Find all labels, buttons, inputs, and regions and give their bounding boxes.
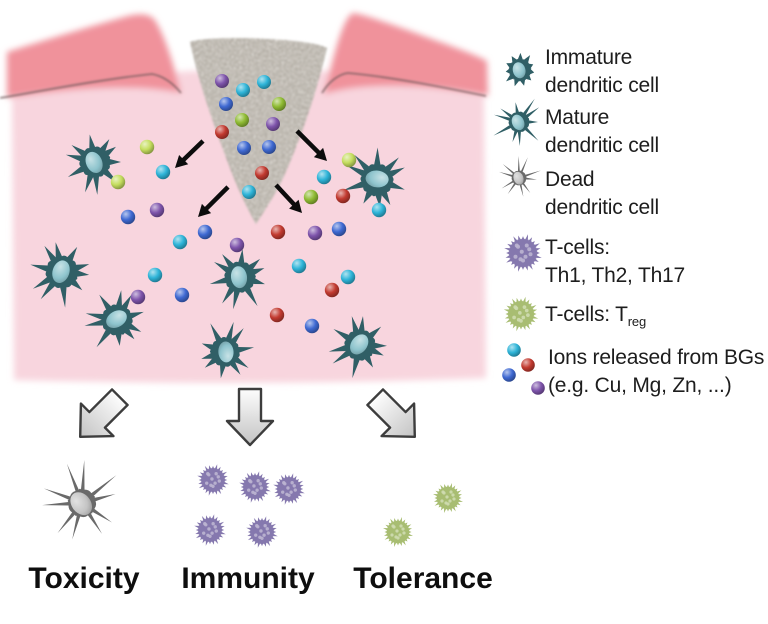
mature-dendritic-cell-icon — [493, 98, 540, 146]
label-toxicity: Toxicity — [28, 562, 140, 595]
ion-release-arrow — [175, 139, 205, 168]
dead-dendritic-cell — [42, 459, 117, 540]
ion-green — [235, 113, 249, 127]
dendritic-cell — [30, 242, 90, 308]
ion-red — [269, 307, 285, 323]
ion-release-arrow — [295, 129, 327, 161]
skin-boundary-line — [0, 72, 487, 99]
label-tolerance: Tolerance — [353, 562, 493, 595]
dendritic-cell — [201, 321, 255, 379]
outcome-arrow — [225, 387, 275, 447]
ion-green — [303, 189, 319, 205]
dendritic-cell — [65, 134, 121, 195]
legend-ion-blue — [502, 368, 516, 382]
ion-purple — [149, 202, 165, 218]
ion-cyan — [236, 83, 250, 97]
legend-ion-purple — [531, 381, 545, 395]
ion-cyan — [257, 75, 271, 89]
label-immunity: Immunity — [181, 562, 315, 595]
ion-blue — [219, 97, 233, 111]
ion-blue — [120, 209, 136, 225]
t-cell-treg — [383, 517, 413, 547]
ion-blue — [331, 221, 347, 237]
ion-red — [335, 188, 351, 204]
outcome-arrow — [79, 388, 129, 438]
ion-purple — [266, 117, 280, 131]
ion-cyan — [155, 164, 171, 180]
t-cell-th1-th2-th17 — [246, 516, 278, 548]
legend-ion-cyan — [507, 343, 521, 357]
legend-ion-red — [521, 358, 535, 372]
ion-lime — [341, 152, 357, 168]
ion-cyan — [172, 234, 188, 250]
ion-cyan — [371, 202, 387, 218]
ion-purple — [130, 289, 146, 305]
ion-lime — [139, 139, 155, 155]
dendritic-cell — [328, 316, 387, 379]
tissue-inner — [12, 69, 486, 383]
ion-blue — [262, 140, 276, 154]
ion-green — [272, 97, 286, 111]
ion-cyan — [316, 169, 332, 185]
outcome-arrow — [366, 388, 416, 438]
dendritic-cell — [342, 147, 405, 208]
dead-dendritic-cell-icon — [498, 155, 541, 197]
t-cell-treg — [433, 483, 463, 513]
t-cell-th1-th2-th17 — [239, 471, 271, 503]
ion-cyan — [242, 185, 256, 199]
ion-purple — [229, 237, 245, 253]
ion-cyan — [147, 267, 163, 283]
ion-red — [324, 282, 340, 298]
ion-blue — [197, 224, 213, 240]
ion-blue — [174, 287, 190, 303]
ion-release-arrow — [198, 185, 230, 217]
ion-release-arrow — [274, 183, 302, 213]
ion-blue — [237, 141, 251, 155]
ion-red — [255, 166, 269, 180]
skin-outer-left-mound — [7, 14, 181, 98]
skin-outer-right-mound — [324, 13, 488, 96]
ion-cyan — [340, 269, 356, 285]
dendritic-cell — [209, 249, 265, 310]
ion-purple — [307, 225, 323, 241]
t-cell-th1-th2-th17 — [197, 464, 229, 496]
t-cell-treg-icon — [503, 296, 539, 332]
dendritic-cell — [84, 290, 144, 348]
t-cell-th1-th2-th17 — [273, 473, 305, 505]
ion-purple — [215, 74, 229, 88]
t-cell-th1-th2-th17 — [194, 514, 226, 546]
tissue — [7, 13, 488, 383]
t-cell-th-icon — [504, 234, 542, 272]
ion-lime — [110, 174, 126, 190]
ion-blue — [304, 318, 320, 334]
ion-red — [270, 224, 286, 240]
ion-cyan — [291, 258, 307, 274]
ion-red — [215, 125, 229, 139]
immature-dendritic-cell-icon — [505, 52, 535, 87]
